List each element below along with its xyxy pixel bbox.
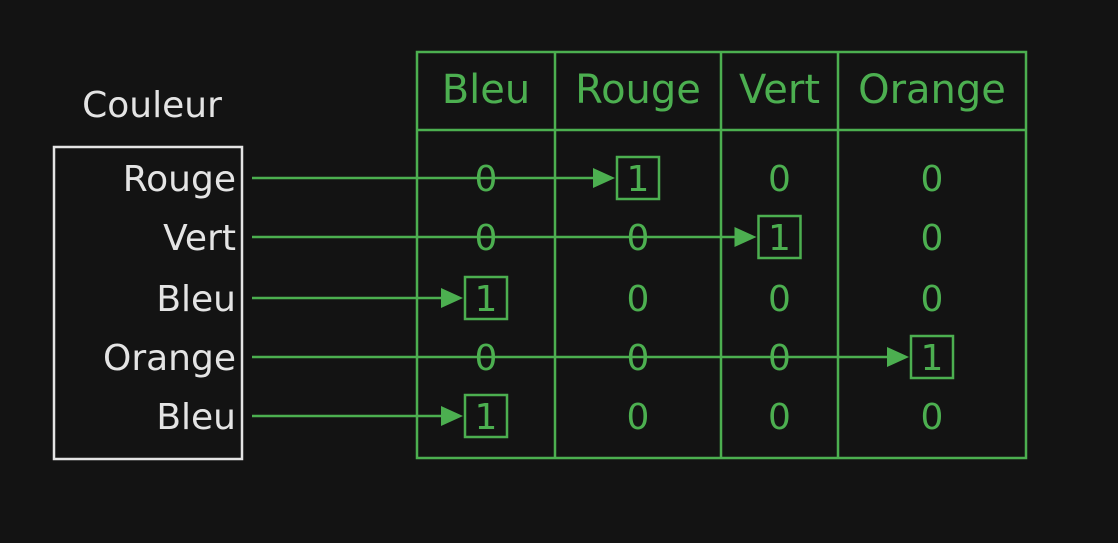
input-value: Vert [163, 218, 236, 259]
input-value: Orange [103, 338, 236, 379]
input-value: Bleu [156, 279, 236, 320]
column-header: Rouge [575, 67, 701, 113]
input-value: Bleu [156, 397, 236, 438]
cell-value: 0 [627, 338, 650, 379]
cell-value: 0 [921, 279, 944, 320]
arrow-head-icon [887, 347, 909, 367]
input-column-title: Couleur [82, 85, 222, 126]
input-value: Rouge [123, 159, 236, 200]
hot-cell-box [615, 155, 661, 201]
hot-cell-value: 1 [921, 338, 944, 379]
arrow-head-icon [734, 227, 757, 247]
arrow-head-icon [441, 288, 463, 308]
cell-value: 0 [921, 218, 944, 259]
hot-cell-box [909, 334, 955, 380]
cell-value: 0 [627, 218, 650, 259]
input-list-box [52, 145, 244, 461]
cell-value: 0 [921, 397, 944, 438]
mapping-arrows [252, 168, 909, 426]
cell-value: 0 [768, 397, 791, 438]
column-header: Vert [739, 67, 820, 113]
cell-value: 0 [921, 159, 944, 200]
cell-value: 0 [627, 397, 650, 438]
hot-cell-value: 1 [475, 279, 498, 320]
cell-value: 0 [475, 159, 498, 200]
cell-value: 0 [475, 338, 498, 379]
column-header: Bleu [442, 67, 531, 113]
hot-cell-value: 1 [768, 218, 791, 259]
hot-cell-value: 1 [475, 397, 498, 438]
hot-cell-box [757, 214, 802, 260]
arrow-head-icon [593, 168, 615, 188]
column-header: Orange [858, 67, 1006, 113]
cell-value: 0 [768, 338, 791, 379]
hot-cell-value: 1 [627, 159, 650, 200]
one-hot-table: Bleu Rouge Vert Orange 0 1 0 0 0 0 1 0 1 0 0 0 0 0 0 1 1 0 0 0 [415, 50, 1028, 460]
cell-value: 0 [768, 279, 791, 320]
arrow-head-icon [441, 406, 463, 426]
hot-cell-box [463, 275, 509, 321]
cell-value: 0 [475, 218, 498, 259]
hot-cell-box [463, 393, 509, 439]
cell-value: 0 [627, 279, 650, 320]
cell-value: 0 [768, 159, 791, 200]
